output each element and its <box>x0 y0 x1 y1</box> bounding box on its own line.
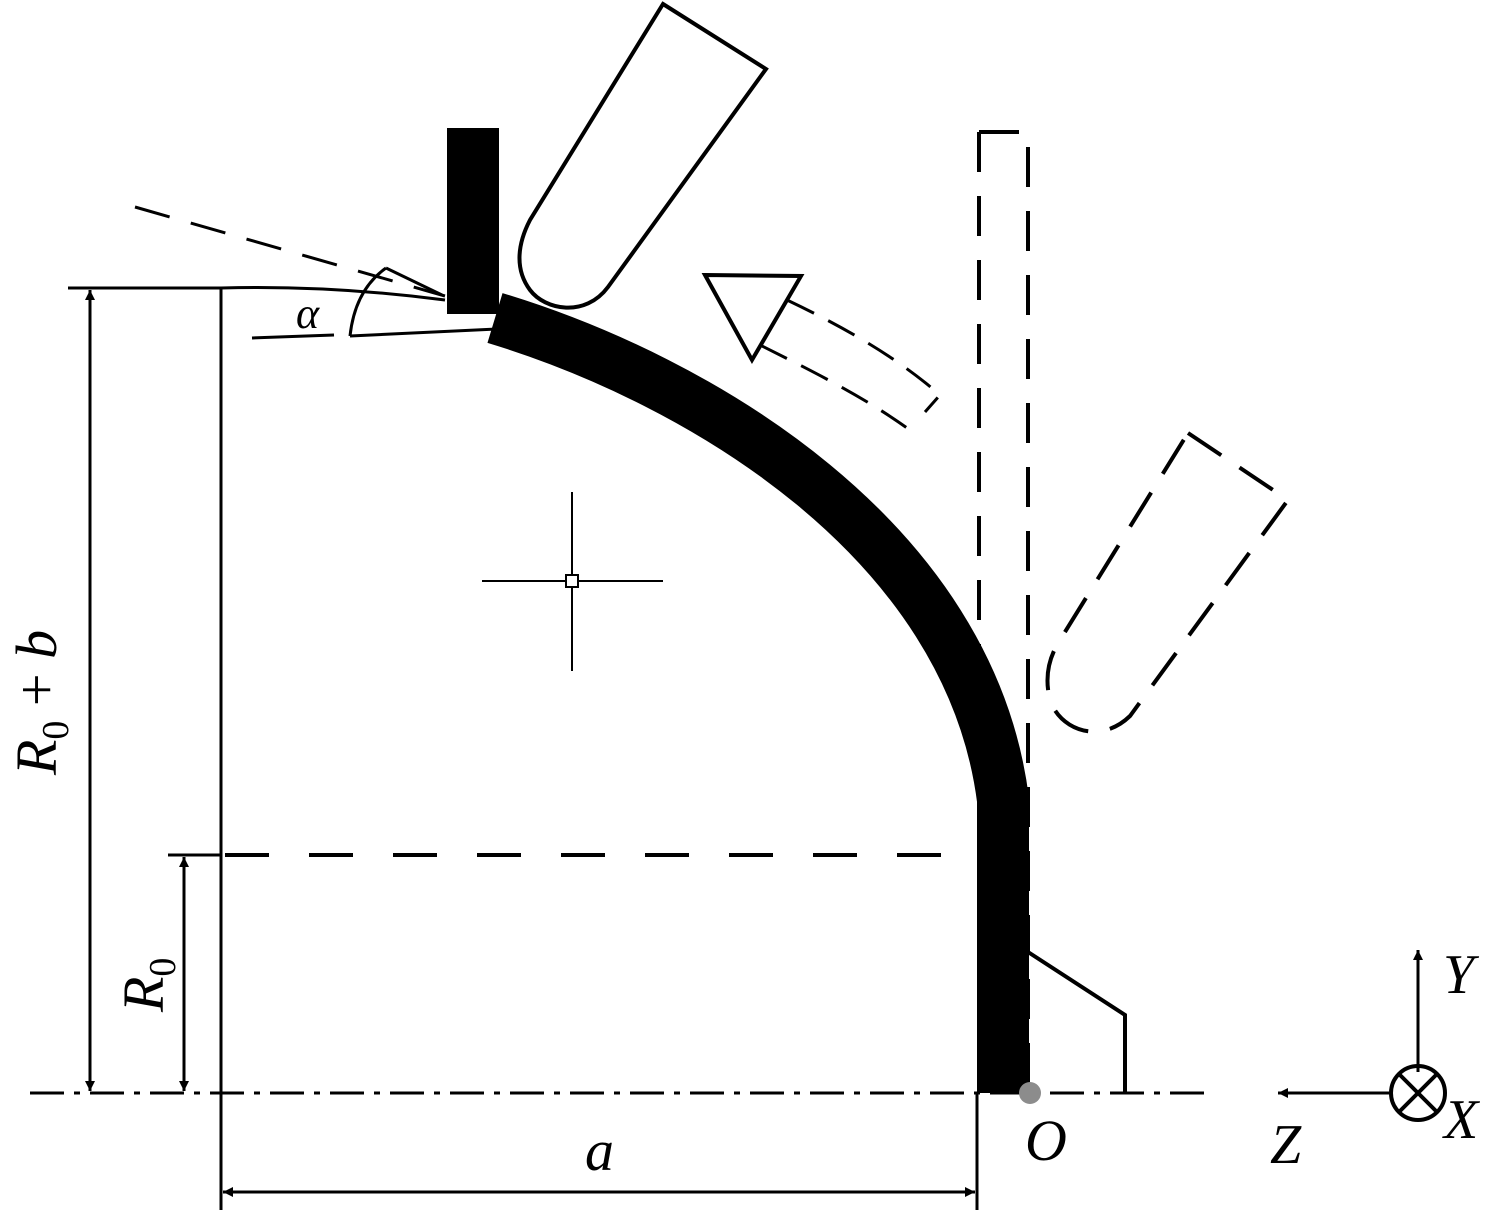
axis-y-label: Y <box>1443 944 1480 1006</box>
alpha-label: α <box>296 289 320 338</box>
blank-thin-curve <box>220 286 446 302</box>
r0-main: R <box>111 977 176 1013</box>
svg-text:R0 + b: R0 + b <box>4 630 77 776</box>
tool-dashed-outline <box>977 130 1030 1093</box>
r0-label: R0 <box>111 958 184 1013</box>
center-mark-square <box>565 574 579 588</box>
formed-wall-curve <box>487 293 1029 1093</box>
axis-x-into-page-icon <box>1389 1064 1447 1122</box>
tailstock-clamp <box>1026 950 1127 1093</box>
r0-sub: 0 <box>142 958 184 977</box>
spinning-roller-dashed <box>1045 430 1291 734</box>
origin-dot <box>1019 1082 1041 1104</box>
motion-arrow-head <box>701 272 805 365</box>
r0-plus-b-plus: + <box>4 659 69 721</box>
r0-plus-b-main: R <box>4 740 69 776</box>
motion-arrow-tail <box>759 298 943 438</box>
a-label: a <box>585 1118 614 1183</box>
origin-label: O <box>1025 1108 1067 1173</box>
alpha-arc <box>348 266 387 337</box>
r0-plus-b-label: R0 + b <box>4 630 77 776</box>
axis-z-label: Z <box>1270 1114 1302 1176</box>
alpha-ray-line <box>349 327 498 338</box>
alpha-reference-line <box>251 333 335 340</box>
svg-text:R0: R0 <box>111 958 184 1013</box>
spinning-roller-solid <box>517 1 769 310</box>
alpha-arc-tick <box>385 266 443 297</box>
axis-x-label: X <box>1442 1089 1481 1151</box>
r0-plus-b-sub: 0 <box>35 721 77 740</box>
support-block <box>447 128 499 314</box>
r0-plus-b-b: b <box>4 630 69 659</box>
tangent-dashed-line <box>134 205 446 298</box>
